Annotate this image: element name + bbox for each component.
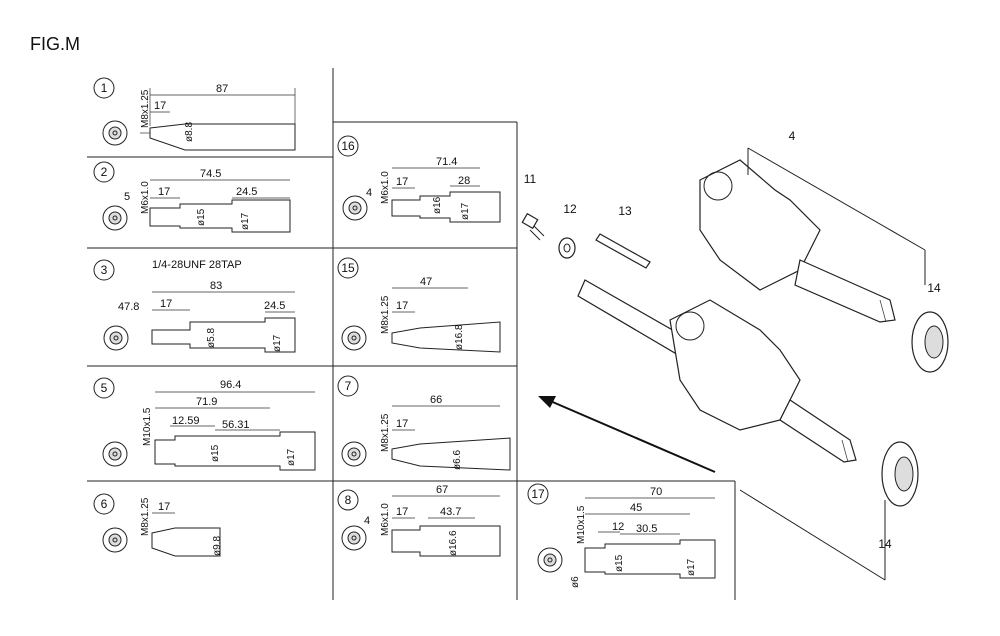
svg-text:74.5: 74.5	[200, 168, 221, 180]
panel-grid	[87, 68, 736, 600]
shaft-panel-5: 5 96.4 71.9 12.59 56.31 M10x1.5 ø15 ø17	[93, 377, 316, 471]
dia-spec: ø8.8	[184, 122, 195, 142]
svg-text:4: 4	[364, 515, 370, 527]
svg-text:24.5: 24.5	[264, 300, 285, 312]
svg-text:5: 5	[101, 381, 108, 395]
shaft-panel-15: 15 47 17 M8x1.25 ø16.8	[337, 257, 501, 353]
callout-bearing-upper: 14	[927, 281, 941, 295]
callout-washer: 12	[563, 202, 577, 216]
shaft-panel-2: 2 5 74.5 17 24.5 M6x1.0 ø15 ø17	[93, 161, 291, 233]
svg-text:17: 17	[158, 186, 170, 198]
svg-text:ø17: ø17	[240, 212, 251, 230]
svg-text:3: 3	[101, 263, 108, 277]
dim-length: 87	[216, 83, 228, 95]
svg-text:5: 5	[124, 191, 130, 203]
svg-text:ø6: ø6	[570, 576, 581, 588]
svg-text:ø17: ø17	[460, 202, 471, 220]
svg-text:ø16: ø16	[432, 196, 443, 214]
shaft-panel-7: 7 66 17 M8x1.25 ø6.6	[337, 375, 511, 471]
callout-bearing-lower: 14	[878, 537, 892, 551]
bearing-lower	[881, 441, 919, 507]
svg-text:15: 15	[341, 261, 355, 275]
svg-text:16: 16	[341, 139, 355, 153]
svg-text:66: 66	[430, 394, 442, 406]
shaft-panel-8: 8 4 67 17 43.7 M6x1.0 ø16.6	[337, 484, 501, 557]
svg-text:83: 83	[210, 280, 222, 292]
crankshaft-lower	[669, 299, 857, 463]
svg-text:17: 17	[396, 176, 408, 188]
callout-key: 13	[618, 204, 632, 218]
bolt-part	[521, 212, 545, 241]
svg-text:M6x1.0: M6x1.0	[380, 503, 391, 536]
svg-text:M10x1.5: M10x1.5	[576, 505, 587, 544]
svg-text:ø17: ø17	[272, 334, 283, 352]
washer-part	[558, 237, 576, 259]
crankshaft-upper	[699, 147, 926, 323]
svg-text:6: 6	[101, 497, 108, 511]
svg-text:96.4: 96.4	[220, 379, 241, 391]
svg-text:28: 28	[458, 175, 470, 187]
svg-text:17: 17	[158, 501, 170, 513]
svg-text:ø15: ø15	[614, 554, 625, 572]
bearing-upper	[911, 311, 949, 373]
svg-text:12: 12	[612, 521, 624, 533]
svg-text:ø15: ø15	[196, 208, 207, 226]
shaft-panel-17: 17 70 45 12 30.5 ø6 M10x1.5 ø15 ø17	[527, 483, 716, 588]
thread-spec: 1/4-28UNF 28TAP	[152, 259, 242, 271]
shaft-panel-6: 6 17 M8x1.25 ø9.8	[93, 493, 223, 557]
svg-text:71.4: 71.4	[436, 156, 457, 168]
svg-text:ø16.6: ø16.6	[448, 530, 459, 556]
key-part	[595, 233, 651, 269]
svg-text:M8x1.25: M8x1.25	[140, 497, 151, 536]
svg-text:8: 8	[345, 493, 352, 507]
svg-text:ø5.8: ø5.8	[206, 328, 217, 348]
svg-text:4: 4	[366, 187, 372, 199]
svg-text:M8x1.25: M8x1.25	[380, 295, 391, 334]
svg-text:47.8: 47.8	[118, 301, 139, 313]
svg-text:24.5: 24.5	[236, 186, 257, 198]
dim-17: 17	[154, 100, 166, 112]
svg-text:45: 45	[630, 502, 642, 514]
svg-text:70: 70	[650, 486, 662, 498]
shaft-panel-1: 1 87 17 M8x1.25 ø8.8	[93, 77, 296, 151]
svg-text:ø6.6: ø6.6	[452, 450, 463, 470]
svg-text:M6x1.0: M6x1.0	[380, 171, 391, 204]
svg-text:ø9.8: ø9.8	[212, 536, 223, 556]
svg-text:ø17: ø17	[286, 448, 297, 466]
callout-bolt: 11	[524, 172, 537, 186]
svg-text:56.31: 56.31	[222, 419, 250, 431]
shaft-panel-3: 3 1/4-28UNF 28TAP 47.8 83 17 24.5 ø5.8 ø…	[93, 259, 296, 353]
svg-text:67: 67	[436, 484, 448, 496]
svg-text:30.5: 30.5	[636, 523, 657, 535]
callout-crankshaft: 4	[789, 129, 796, 143]
svg-text:ø16.8: ø16.8	[454, 324, 465, 350]
panel-number: 2	[101, 165, 108, 179]
thread-spec: M8x1.25	[140, 89, 151, 128]
svg-text:7: 7	[345, 379, 352, 393]
svg-text:17: 17	[531, 487, 545, 501]
svg-text:71.9: 71.9	[196, 396, 217, 408]
figure-title: FIG.M	[30, 34, 80, 54]
svg-text:17: 17	[396, 418, 408, 430]
shaft-panel-16: 16 4 71.4 17 28 M6x1.0 ø16 ø17	[337, 135, 501, 223]
svg-text:47: 47	[420, 276, 432, 288]
svg-text:17: 17	[160, 298, 172, 310]
direction-arrow	[538, 396, 716, 473]
panel-number-circle	[93, 77, 115, 99]
svg-text:ø15: ø15	[210, 444, 221, 462]
svg-text:17: 17	[396, 300, 408, 312]
svg-text:ø17: ø17	[686, 558, 697, 576]
panel-number: 1	[101, 81, 108, 95]
svg-text:M10x1.5: M10x1.5	[142, 407, 153, 446]
svg-text:17: 17	[396, 506, 408, 518]
svg-text:M6x1.0: M6x1.0	[140, 181, 151, 214]
crankshaft-assembly	[521, 147, 949, 581]
svg-text:43.7: 43.7	[440, 506, 461, 518]
svg-text:M8x1.25: M8x1.25	[380, 413, 391, 452]
svg-text:12.59: 12.59	[172, 415, 200, 427]
